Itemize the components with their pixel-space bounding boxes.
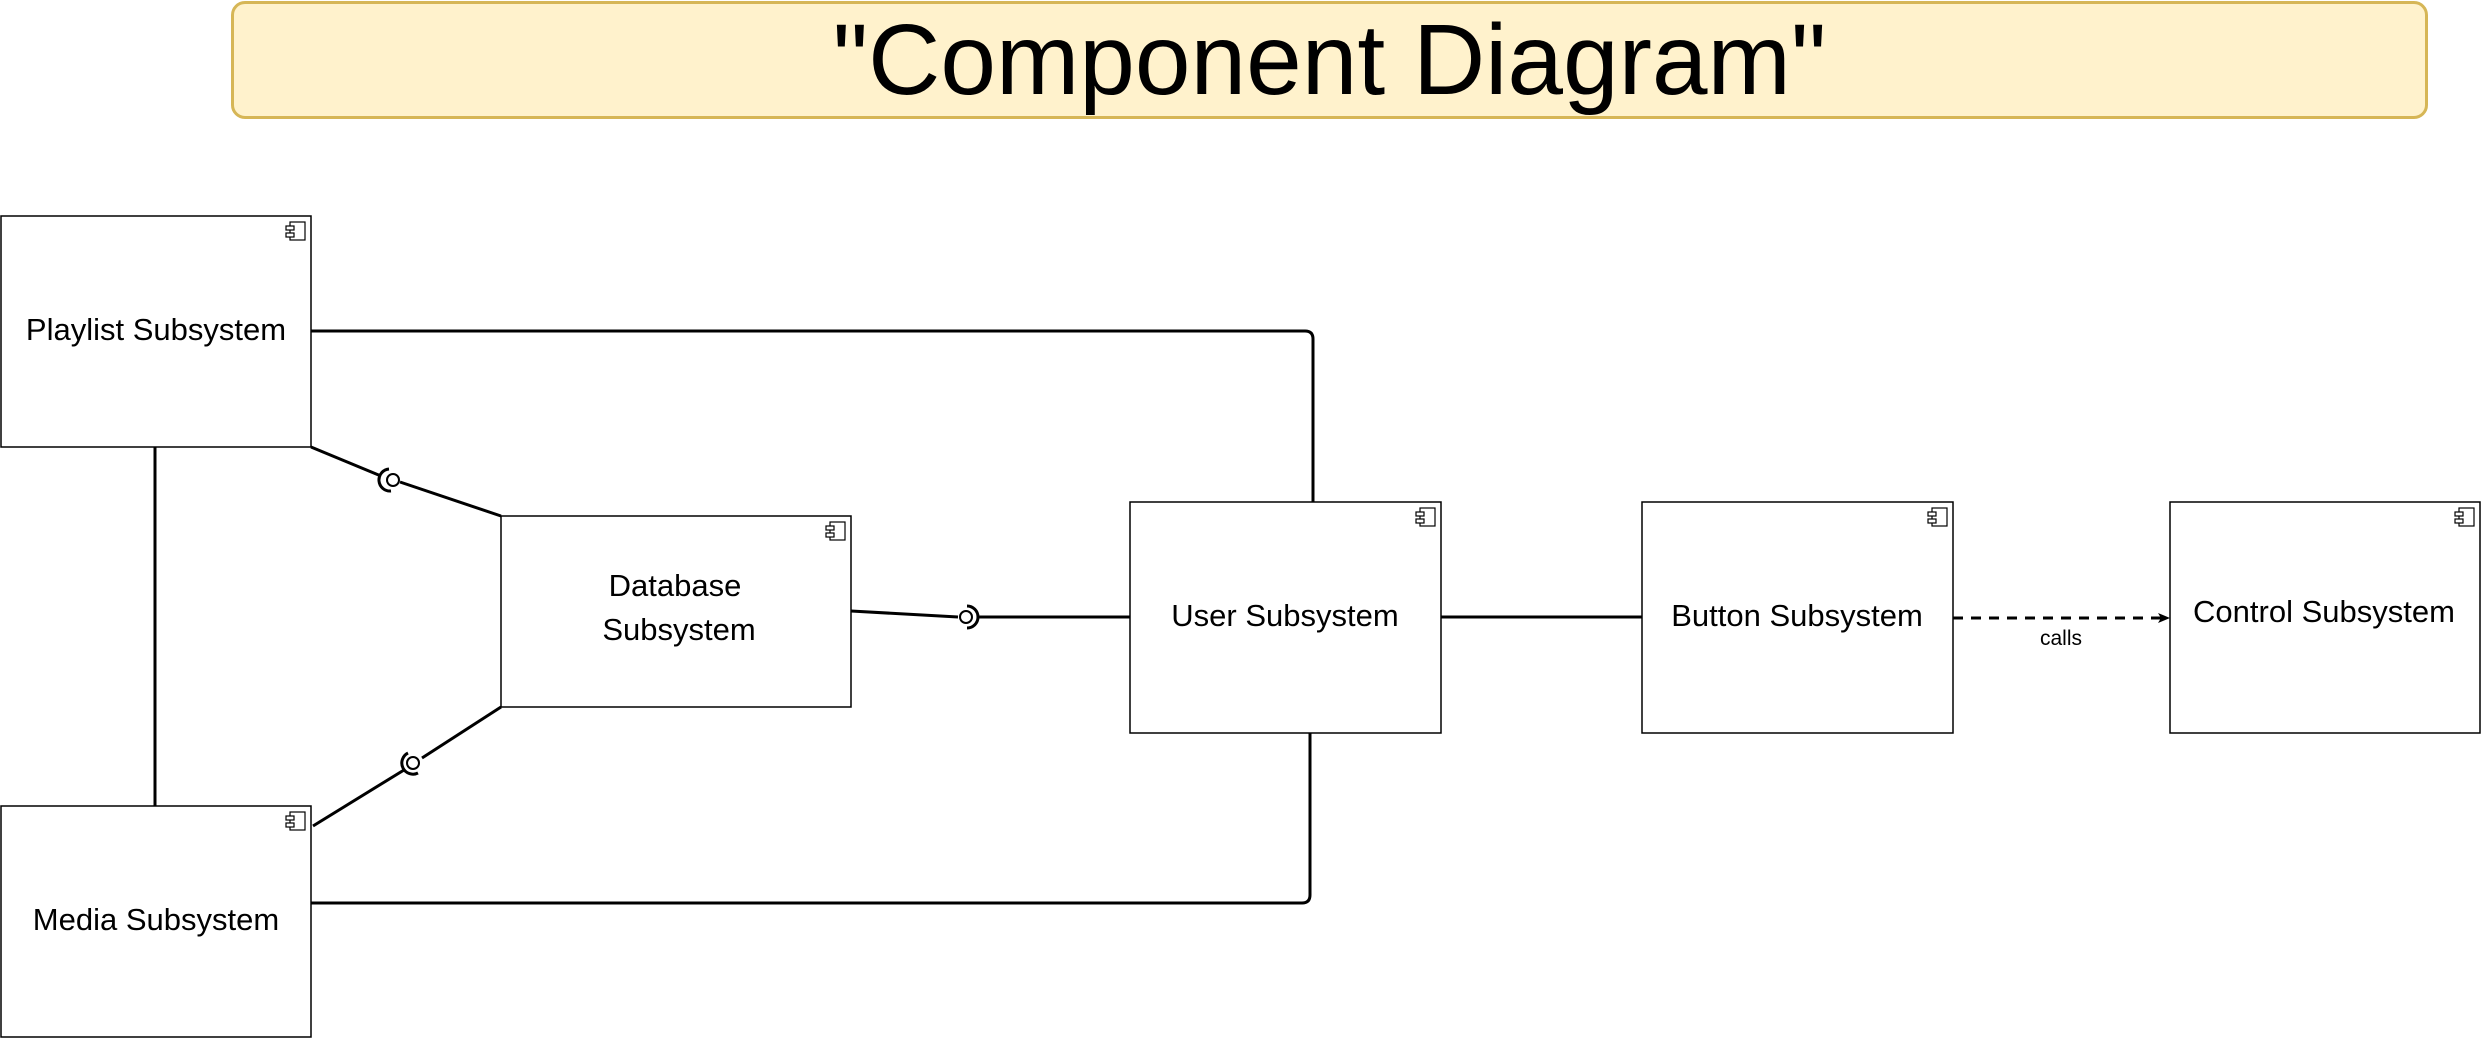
diagram-title-banner: "Component Diagram" bbox=[231, 1, 2428, 119]
interface-socket-icon bbox=[400, 751, 419, 776]
connector-playlist-database-b bbox=[399, 480, 502, 518]
component-icon bbox=[1927, 507, 1948, 527]
dependency-label: calls bbox=[2040, 627, 2082, 650]
component-icon bbox=[1415, 507, 1436, 527]
connector-playlist-user bbox=[311, 329, 1315, 502]
diagram-title: "Component Diagram" bbox=[832, 4, 1827, 116]
component-icon bbox=[2454, 507, 2475, 527]
interface-ball-icon bbox=[386, 473, 400, 487]
component-database-subsystem[interactable]: Database Subsystem bbox=[500, 515, 852, 708]
component-label: User Subsystem bbox=[1171, 598, 1398, 633]
component-label: Playlist Subsystem bbox=[26, 312, 286, 347]
component-label: Media Subsystem bbox=[33, 902, 279, 937]
connector-playlist-database-a bbox=[310, 445, 382, 478]
component-user-subsystem[interactable]: User Subsystem bbox=[1129, 501, 1442, 734]
component-button-subsystem[interactable]: Button Subsystem bbox=[1641, 501, 1954, 734]
component-label: Button Subsystem bbox=[1671, 598, 1923, 633]
component-label: Subsystem bbox=[602, 612, 755, 647]
component-icon bbox=[285, 811, 306, 831]
component-icon bbox=[285, 221, 306, 241]
interface-ball-icon bbox=[406, 756, 420, 770]
component-label: Control Subsystem bbox=[2193, 594, 2455, 629]
interface-socket-icon bbox=[377, 467, 392, 493]
component-label: Database bbox=[609, 568, 742, 603]
interface-socket-icon bbox=[966, 604, 980, 630]
component-media-subsystem[interactable]: Media Subsystem bbox=[0, 805, 312, 1038]
connector-media-database-b bbox=[421, 705, 502, 760]
component-icon bbox=[825, 521, 846, 541]
connector-media-user bbox=[311, 733, 1312, 905]
connector-database-user-a bbox=[850, 609, 959, 619]
connector-media-database-a bbox=[312, 768, 405, 828]
component-playlist-subsystem[interactable]: Playlist Subsystem bbox=[0, 215, 312, 448]
component-control-subsystem[interactable]: Control Subsystem bbox=[2169, 501, 2481, 734]
interface-ball-icon bbox=[959, 610, 973, 624]
